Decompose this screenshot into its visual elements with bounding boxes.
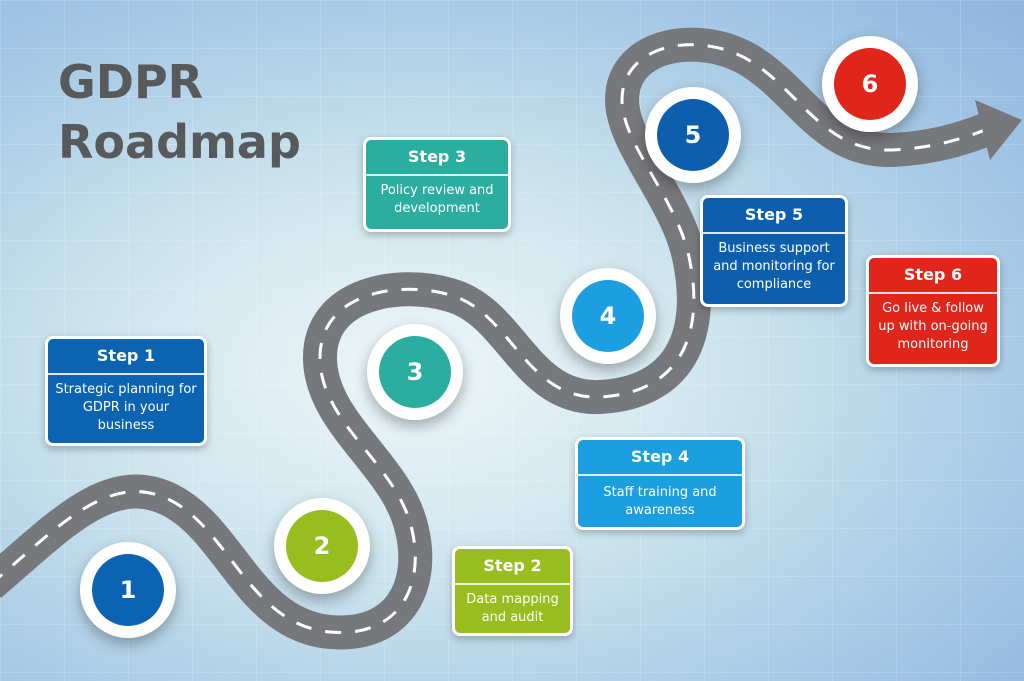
marker-3: 3 <box>367 324 463 420</box>
step-4-box: Step 4 Staff training and awareness <box>575 437 745 530</box>
title-line-2: Roadmap <box>58 115 301 169</box>
step-title: Step 6 <box>869 258 997 294</box>
step-6-box: Step 6 Go live & follow up with on-going … <box>866 255 1000 367</box>
road-center-line <box>0 43 991 634</box>
marker-6: 6 <box>822 36 918 132</box>
marker-number: 1 <box>92 554 164 626</box>
marker-4: 4 <box>560 268 656 364</box>
step-title: Step 2 <box>455 549 570 585</box>
step-description: Go live & follow up with on-going monito… <box>878 301 988 352</box>
step-1-box: Step 1 Strategic planning for GDPR in you… <box>45 336 207 446</box>
step-title: Step 1 <box>48 339 204 375</box>
marker-1: 1 <box>80 542 176 638</box>
marker-number: 2 <box>286 510 358 582</box>
page-title: GDPR Roadmap <box>58 52 301 172</box>
step-description: Policy review and development <box>380 183 494 216</box>
step-5-box: Step 5 Business support and monitoring fo… <box>700 195 848 307</box>
step-title: Step 5 <box>703 198 845 234</box>
title-line-1: GDPR <box>58 55 204 109</box>
step-title: Step 4 <box>578 440 742 476</box>
marker-number: 3 <box>379 336 451 408</box>
marker-2: 2 <box>274 498 370 594</box>
road-arrow-head <box>975 100 1022 160</box>
marker-number: 6 <box>834 48 906 120</box>
marker-5: 5 <box>645 87 741 183</box>
step-title: Step 3 <box>366 140 508 176</box>
step-description: Strategic planning for GDPR in your busi… <box>55 382 197 433</box>
marker-number: 4 <box>572 280 644 352</box>
step-description: Staff training and awareness <box>603 485 717 518</box>
step-3-box: Step 3 Policy review and development <box>363 137 511 232</box>
step-description: Data mapping and audit <box>466 592 559 625</box>
step-2-box: Step 2 Data mapping and audit <box>452 546 573 636</box>
step-description: Business support and monitoring for comp… <box>713 241 835 292</box>
marker-number: 5 <box>657 99 729 171</box>
